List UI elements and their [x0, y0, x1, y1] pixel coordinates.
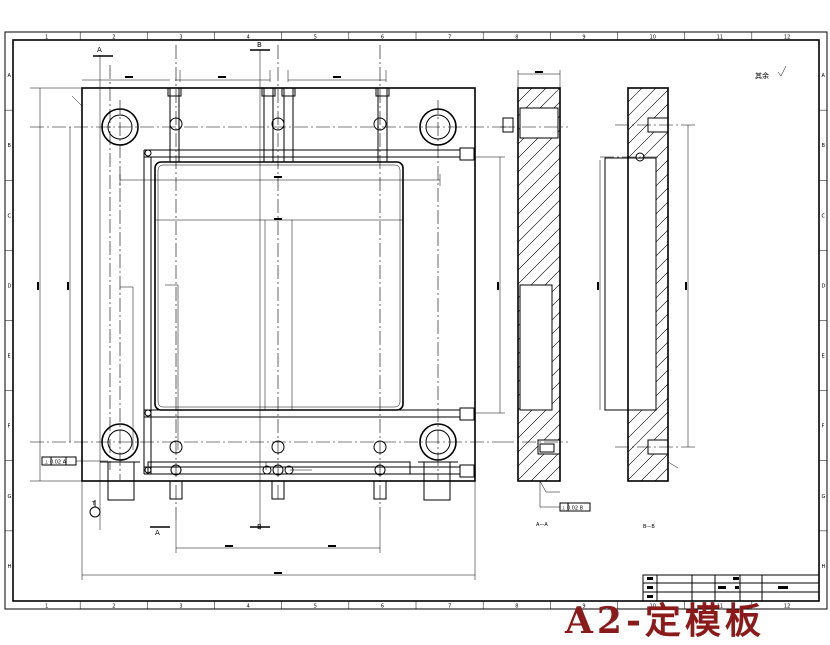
dimensions-main — [30, 70, 505, 580]
datum-symbol: T — [89, 500, 101, 518]
zone-letter-left: B — [8, 143, 12, 149]
tolerance-text-right: ⊥ 0.02 B — [561, 506, 584, 512]
hatch-line — [628, 89, 668, 131]
tolerance-frame-left: ⊥ 0.02 A — [41, 456, 108, 466]
hatch-line — [518, 508, 560, 550]
zone-letter-left: C — [8, 213, 12, 219]
zone-number-bottom: 11 — [717, 604, 723, 610]
zone-letter-right: C — [822, 213, 826, 219]
hatch-line — [518, 157, 560, 201]
hatch-line — [518, 241, 560, 285]
tolerance-text-left: ⊥ 0.02 A — [44, 460, 67, 466]
section-mark-a-bottom: A — [155, 529, 160, 537]
section-caption-bb: B—B — [643, 524, 655, 530]
hatch-line — [628, 88, 629, 89]
zone-letter-left: A — [8, 73, 12, 79]
hatch-line — [518, 213, 560, 257]
zone-number-top: 3 — [179, 35, 182, 41]
section-caption-aa: A—A — [536, 522, 548, 528]
hatch-line — [518, 88, 533, 103]
watermark-title: A2-定模板 — [565, 600, 765, 642]
zone-number-bottom: 5 — [314, 604, 317, 610]
zone-number-top: 5 — [314, 35, 317, 41]
zone-number-bottom: 7 — [448, 604, 451, 610]
hatch-line — [628, 411, 668, 453]
hatch-line — [518, 143, 560, 187]
hatch-line — [518, 494, 560, 536]
hatch-line — [518, 199, 560, 243]
hatch-line — [518, 395, 560, 439]
zone-number-top: 12 — [784, 35, 790, 41]
zone-number-top: 4 — [247, 35, 250, 41]
roughness-note-text: 其余 — [755, 71, 769, 80]
zone-letter-right: D — [822, 283, 826, 289]
zone-number-top: 9 — [582, 35, 585, 41]
zone-number-bottom: 10 — [650, 604, 656, 610]
hatch-line — [518, 185, 560, 229]
zone-letters-left: A B C D E F G H — [5, 73, 13, 570]
hatch-line — [518, 88, 519, 89]
section-mark-a-top: A — [97, 46, 102, 54]
hatch-line — [558, 479, 560, 481]
zone-number-bottom: 1 — [45, 604, 48, 610]
cooling-channels — [143, 147, 475, 478]
zone-number-bottom: 4 — [247, 604, 250, 610]
datum-label: T — [91, 501, 96, 507]
hatch-line — [518, 171, 560, 215]
section-mark-b-bottom: B — [257, 523, 262, 531]
section-bb-view: B—B — [597, 87, 695, 550]
zone-number-bottom: 9 — [582, 604, 585, 610]
zone-number-top: 7 — [448, 35, 451, 41]
section-markers: A B A B — [93, 41, 270, 537]
hatch-line — [628, 482, 668, 522]
hatch-line — [640, 453, 668, 481]
zone-letter-left: G — [8, 494, 12, 500]
hatch-line — [628, 88, 643, 103]
zone-number-top: 11 — [717, 35, 723, 41]
zone-letter-left: H — [8, 564, 12, 570]
zone-number-bottom: 6 — [381, 604, 384, 610]
hatch-line — [544, 465, 560, 481]
zone-letter-right: B — [822, 143, 826, 149]
bottom-fittings — [100, 461, 458, 501]
plan-view — [30, 45, 515, 530]
hatch-line — [628, 510, 668, 550]
zone-letter-left: F — [8, 424, 11, 430]
zone-letter-left: D — [8, 283, 12, 289]
hatch-line — [628, 88, 657, 117]
zone-letter-left: E — [8, 354, 11, 360]
hatch-line — [530, 451, 560, 481]
zone-number-bottom: 3 — [179, 604, 182, 610]
zone-letter-right: G — [822, 494, 826, 500]
hatch-line — [518, 227, 560, 271]
section-aa-view: ⊥ 0.02 B A—A — [500, 70, 591, 564]
hatch-line — [518, 409, 560, 453]
zone-letter-right: H — [822, 564, 826, 570]
zone-number-top: 10 — [650, 35, 656, 41]
leaders — [71, 95, 312, 471]
vertical-channels — [167, 87, 390, 163]
zone-letter-right: A — [822, 73, 826, 79]
title-block — [642, 574, 820, 602]
roughness-note: 其余 — [755, 65, 787, 80]
hatch-line — [654, 467, 668, 481]
hatch-line — [628, 397, 668, 439]
section-mark-b-top: B — [257, 41, 262, 49]
zone-number-bottom: 8 — [515, 604, 518, 610]
zone-number-top: 1 — [45, 35, 48, 41]
zone-letter-right: E — [822, 354, 825, 360]
zone-number-bottom: 2 — [112, 604, 115, 610]
zone-letters-right: A B C D E F G H — [819, 73, 827, 570]
zone-number-top: 2 — [112, 35, 115, 41]
zone-number-top: 8 — [515, 35, 518, 41]
zone-number-top: 6 — [381, 35, 384, 41]
hatch-line — [518, 522, 560, 564]
hatch-line — [628, 496, 668, 536]
zone-letter-right: F — [822, 424, 825, 430]
zone-number-bottom: 12 — [784, 604, 790, 610]
